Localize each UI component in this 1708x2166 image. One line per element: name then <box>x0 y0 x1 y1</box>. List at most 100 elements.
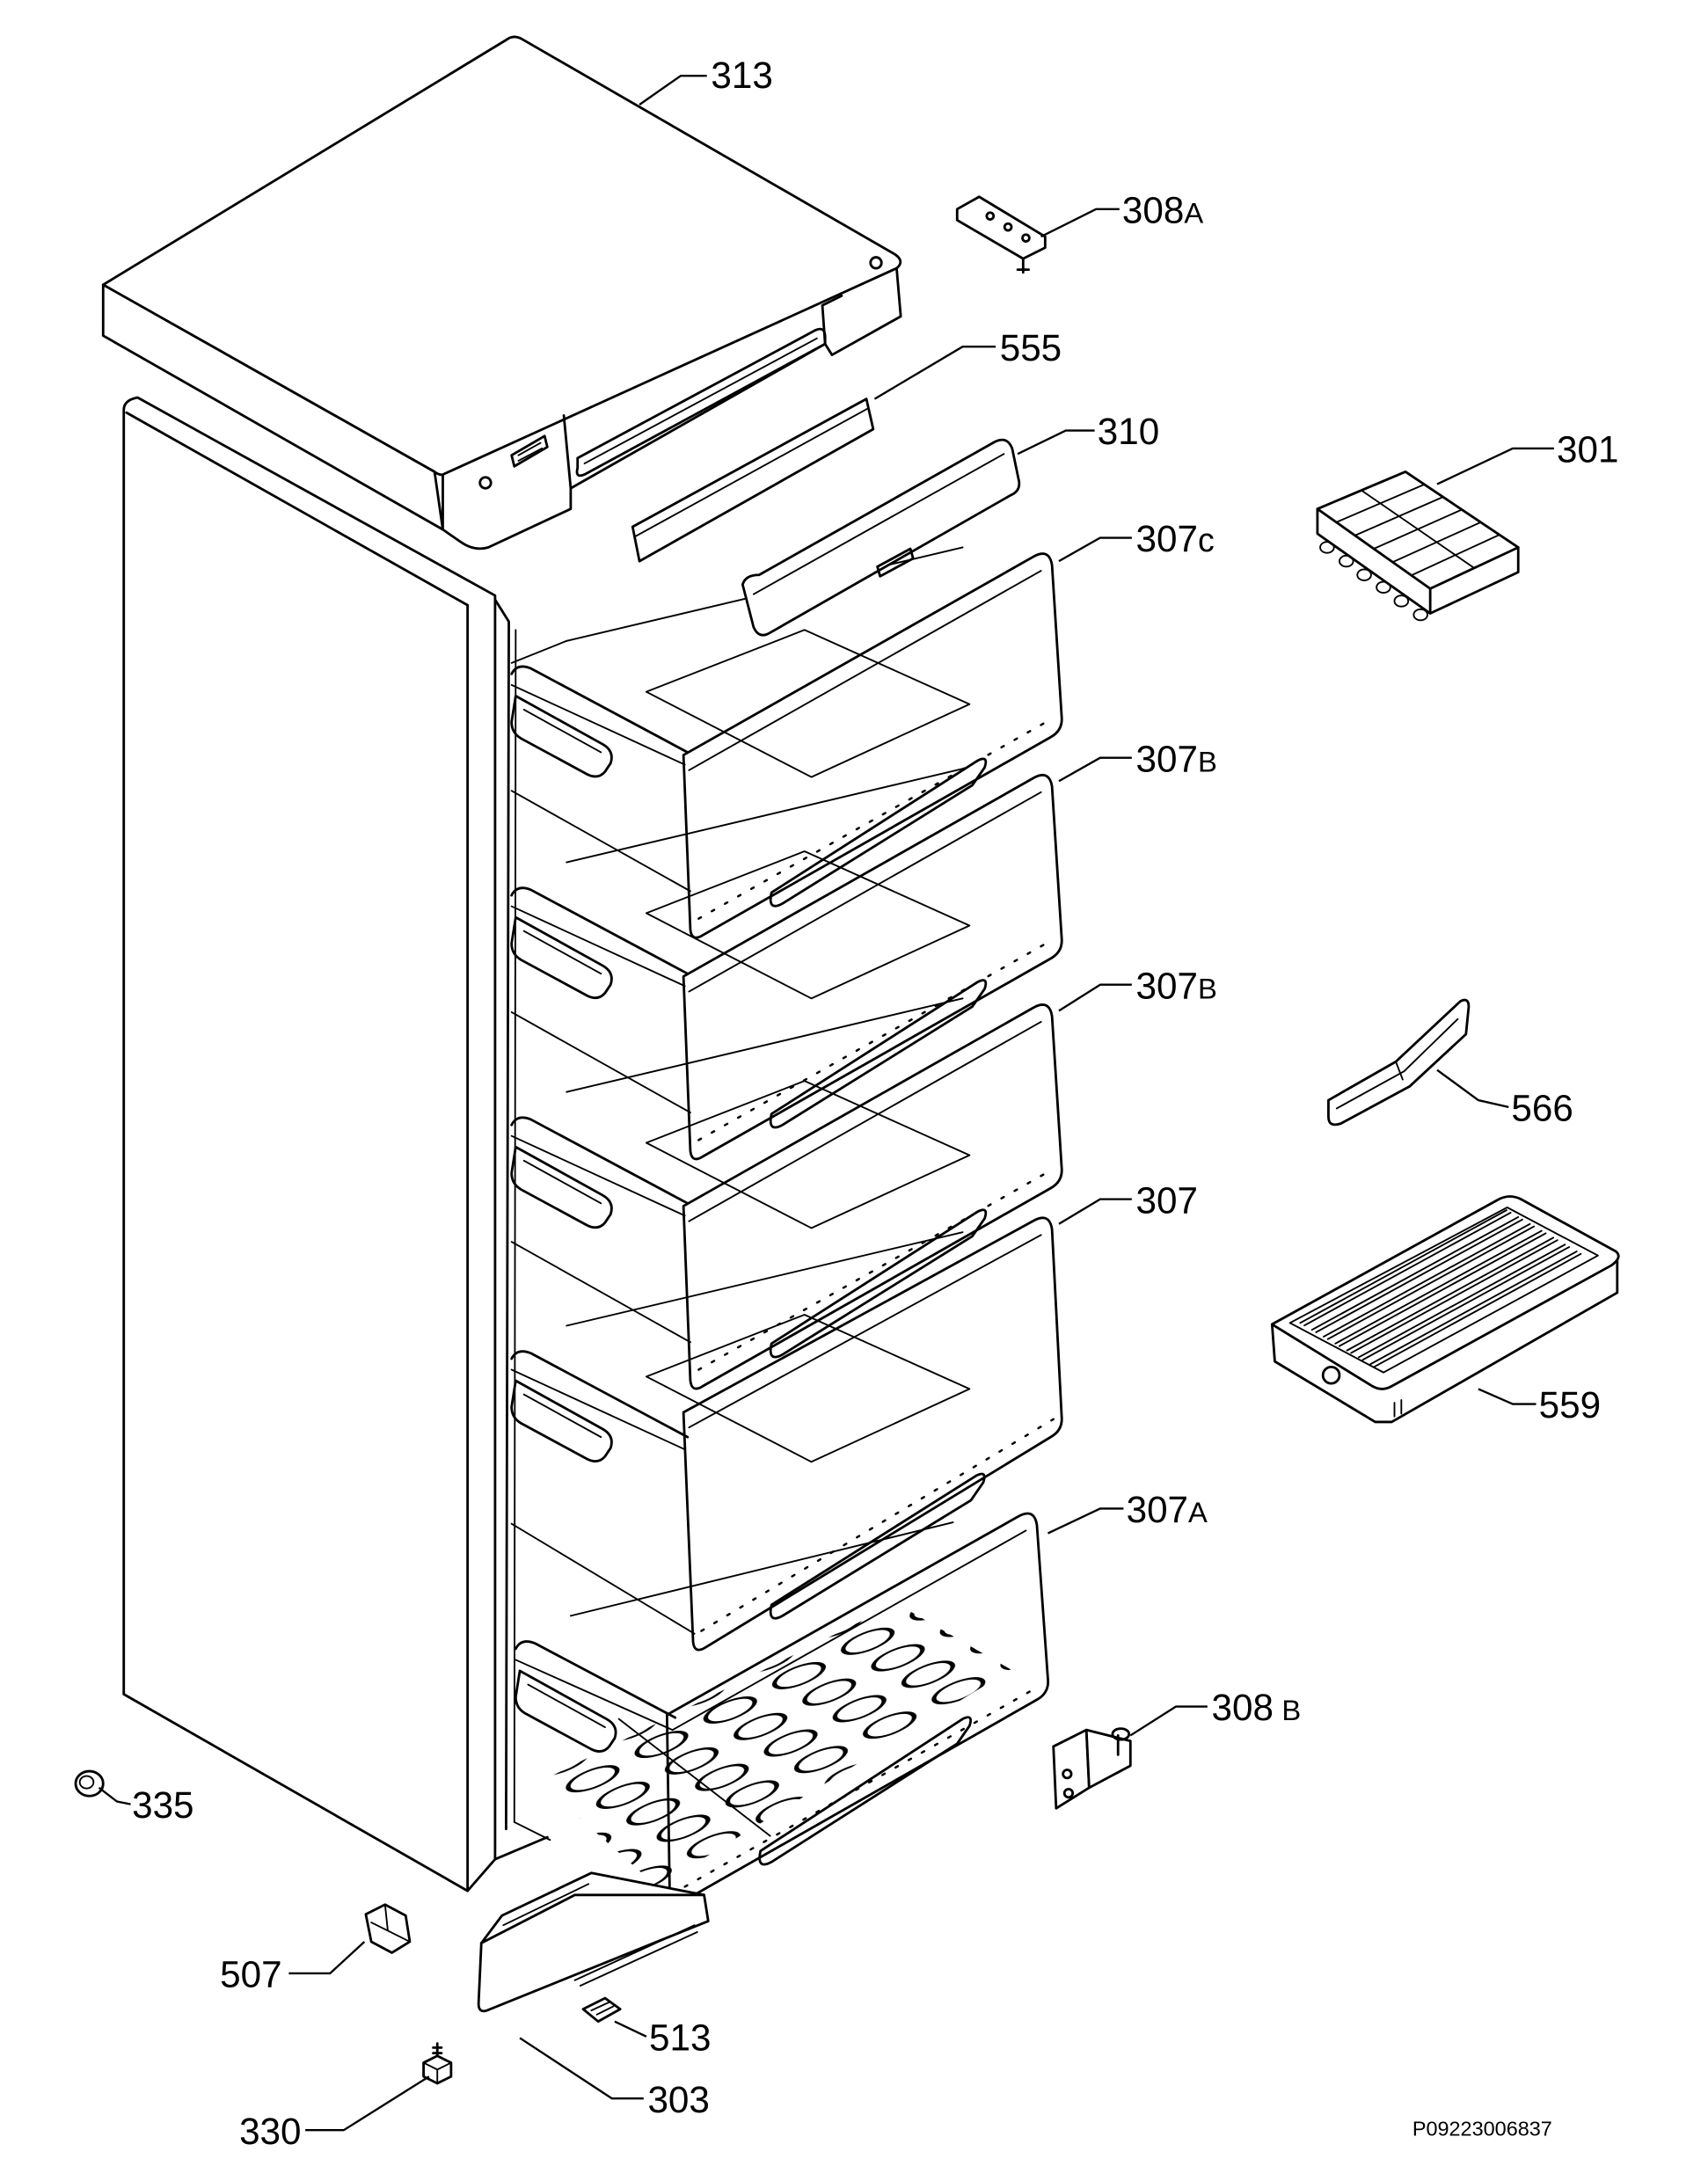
part-308b-bolt-head <box>1111 1727 1131 1741</box>
drawer-back-edge <box>566 1231 964 1327</box>
part-308a-plate <box>955 195 1047 260</box>
drawing-code: P09223006837 <box>1412 2117 1552 2140</box>
part-308a-drawing <box>955 195 1047 274</box>
drawer-front-panel <box>682 552 1063 939</box>
part-313-end-cap-left <box>562 413 573 490</box>
part-566-notch <box>1395 1061 1404 1081</box>
callout-301: 301 <box>1557 429 1618 470</box>
callout-308a: 308A <box>1122 189 1203 230</box>
part-301-cell-bottom <box>1376 580 1391 594</box>
drawer-side-bottom <box>510 1522 696 1635</box>
callout-555: 555 <box>1000 327 1062 368</box>
drawer-front-lip <box>688 1234 1042 1429</box>
drawer-front-lip <box>688 570 1042 771</box>
callout-number: 313 <box>711 55 772 96</box>
part-313-drawing <box>101 35 902 551</box>
part-313-handle-groove <box>575 327 827 478</box>
drawer-grip <box>510 915 613 1000</box>
cabinet-front-frame-inner <box>493 598 510 1831</box>
part-301-sides <box>1316 507 1520 615</box>
part-313-top-face <box>101 35 902 477</box>
drawer-307a <box>514 1512 1050 1906</box>
drawer-handle-slot <box>769 979 988 1129</box>
drawer-grip-inner <box>522 930 602 975</box>
drawer-307b-lower <box>510 997 1063 1390</box>
leader-line-307b-upper <box>1058 756 1132 783</box>
part-303-drawing <box>477 1871 710 2013</box>
callout-number: 559 <box>1539 1384 1601 1426</box>
part-310-handle-edge <box>752 453 1005 595</box>
leader-line-513 <box>614 2020 647 2038</box>
part-301-cell-bottoms <box>1319 541 1428 622</box>
callout-labels: 313 308A 555 310 301 307c 307B 307B 566 … <box>132 55 1618 2152</box>
part-566-drawing <box>1327 998 1471 1127</box>
part-301-cell-grid <box>1335 483 1500 577</box>
cabinet-bottom-frame <box>493 1835 549 1861</box>
part-303-lip-inner <box>502 1883 590 1927</box>
leader-line-307b-lower <box>1058 983 1132 1012</box>
callout-507: 507 <box>220 1954 281 1995</box>
part-559-inner-rim <box>1288 1207 1599 1374</box>
callout-number: 307 <box>1136 1179 1198 1221</box>
drawer-rim-inner <box>510 905 686 988</box>
part-566-scraper <box>1327 998 1471 1127</box>
part-330-drawing <box>422 2042 453 2085</box>
part-301-cell-bottom <box>1393 594 1410 608</box>
drawer-307b-upper <box>510 768 1063 1161</box>
part-513-tab-lines <box>590 2001 615 2016</box>
part-555-strip-edge <box>634 407 869 537</box>
drawer-rim-outer <box>510 665 690 754</box>
drawer-rim-inner <box>515 1659 674 1732</box>
callout-number: 330 <box>239 2111 301 2152</box>
drawer-body <box>510 1231 971 1635</box>
callout-number: 335 <box>132 1784 193 1826</box>
callout-suffix: B <box>1198 745 1217 777</box>
part-555-drawing <box>631 397 875 563</box>
drawer-handle-slot <box>769 1208 988 1359</box>
callout-number: 555 <box>1000 327 1062 368</box>
drawer-back-edge <box>569 1521 954 1617</box>
callout-suffix: A <box>1188 1496 1208 1528</box>
callout-number: 307 <box>1127 1489 1188 1530</box>
leader-line-310 <box>1017 429 1095 456</box>
part-308b-hole <box>1062 1788 1075 1799</box>
drawer-rim-outer <box>510 886 690 975</box>
drawer-side-bottom <box>510 1241 691 1344</box>
part-303-top-lip <box>479 1893 705 1944</box>
drawer-rim-outer <box>514 1640 677 1719</box>
part-301-cell-bottom <box>1356 568 1372 581</box>
cabinet-bottom-liner <box>513 1821 551 1841</box>
callout-suffix: A <box>1184 196 1203 229</box>
cabinet-side-panel <box>122 396 497 1893</box>
callout-number: 507 <box>220 1954 281 1995</box>
callout-559: 559 <box>1539 1384 1601 1426</box>
drawer-rim-inner <box>510 1134 686 1217</box>
callout-566: 566 <box>1511 1087 1573 1128</box>
drawer-grip-inner <box>522 1159 602 1205</box>
callout-suffix: c <box>1198 521 1215 558</box>
drawer-handle-slot <box>769 757 988 908</box>
drawer-front-panel <box>682 1003 1063 1390</box>
leader-lines <box>98 74 1554 2132</box>
leader-line-566 <box>1436 1068 1509 1109</box>
drawer-handle-slot <box>758 1716 973 1866</box>
cabinet-body <box>122 396 568 1893</box>
callout-number: 513 <box>649 2016 711 2058</box>
part-335-cap-inner <box>78 1775 95 1790</box>
part-301-cell-bottom <box>1319 541 1335 554</box>
part-313-screw-right <box>869 256 883 270</box>
leader-line-559 <box>1478 1388 1536 1405</box>
part-301-drawing <box>1316 470 1520 622</box>
part-301-top-face <box>1316 470 1520 590</box>
part-308a-hole <box>985 211 996 221</box>
leader-line-330 <box>305 2075 430 2132</box>
callout-number: 308 <box>1212 1687 1274 1728</box>
callout-307c: 307c <box>1136 518 1215 559</box>
part-303-plate <box>477 1871 710 2013</box>
part-330-nut-edge <box>422 2061 452 2084</box>
part-313-badge <box>510 434 549 468</box>
part-310-handle <box>741 438 1021 637</box>
callout-number: 301 <box>1557 429 1618 470</box>
